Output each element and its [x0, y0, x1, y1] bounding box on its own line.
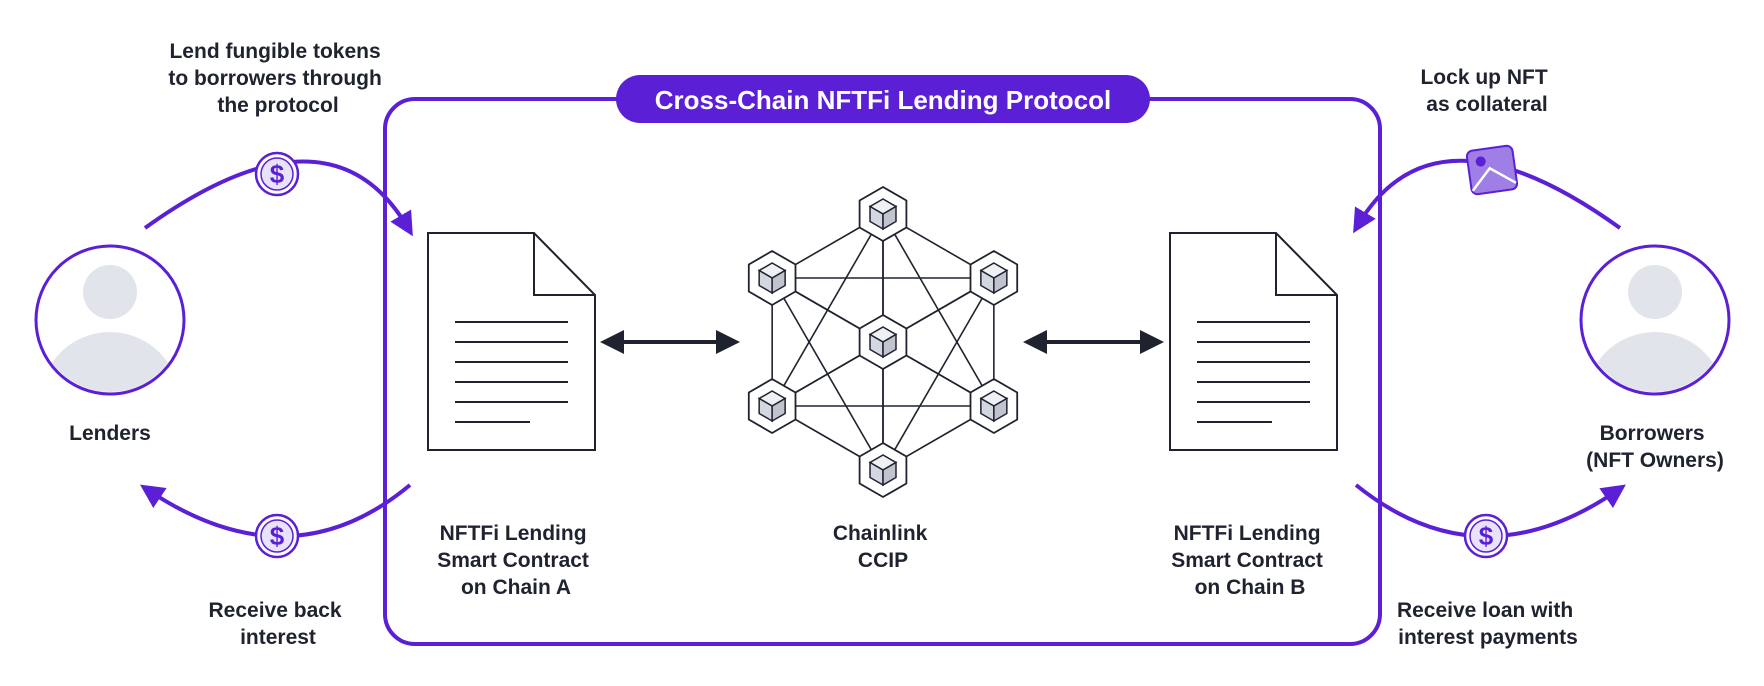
svg-text:$: $: [1479, 521, 1494, 551]
dollar-coin-icon: $: [254, 151, 300, 197]
network-node: [969, 377, 1019, 435]
document-icon: [1169, 232, 1338, 451]
collateral-flow-label: Lock up NFT as collateral: [1420, 66, 1553, 116]
dollar-coin-icon: $: [1463, 513, 1509, 559]
document-icon: [427, 232, 596, 451]
interest-flow-label: Receive back interest: [209, 599, 348, 649]
title-pill: [616, 75, 1150, 123]
nft-image-icon: [1465, 144, 1519, 196]
svg-text:$: $: [270, 521, 285, 551]
network-node: [858, 441, 908, 499]
contract-chain-b-label: NFTFi Lending Smart Contract on Chain B: [1171, 522, 1329, 599]
collateral-flow-arrow: [1353, 158, 1622, 234]
user-avatar-icon: [40, 265, 180, 392]
ccip-label: Chainlink CCIP: [833, 522, 933, 572]
svg-text:$: $: [270, 159, 285, 189]
lend-flow-label: Lend fungible tokens to borrowers throug…: [168, 40, 387, 117]
network-node: [858, 313, 908, 371]
protocol-title: Cross-Chain NFTFi Lending Protocol: [616, 75, 1150, 123]
user-avatar-icon: [1585, 265, 1725, 392]
loan-flow-label: Receive loan with interest payments: [1397, 599, 1579, 649]
lend-flow-arrow: [143, 159, 413, 237]
borrowers-label: Borrowers (NFT Owners): [1586, 422, 1724, 472]
dollar-coin-icon: $: [254, 513, 300, 559]
borrowers-avatar: [1579, 244, 1731, 396]
protocol-title-text: Cross-Chain NFTFi Lending Protocol: [655, 85, 1111, 115]
network-node: [858, 185, 908, 243]
chainlink-network-icon: [747, 185, 1019, 499]
contract-chain-a-label: NFTFi Lending Smart Contract on Chain A: [437, 522, 595, 599]
lenders-avatar: [34, 244, 186, 396]
lenders-label: Lenders: [69, 422, 151, 445]
network-node: [969, 249, 1019, 307]
network-node: [747, 249, 797, 307]
network-node: [747, 377, 797, 435]
